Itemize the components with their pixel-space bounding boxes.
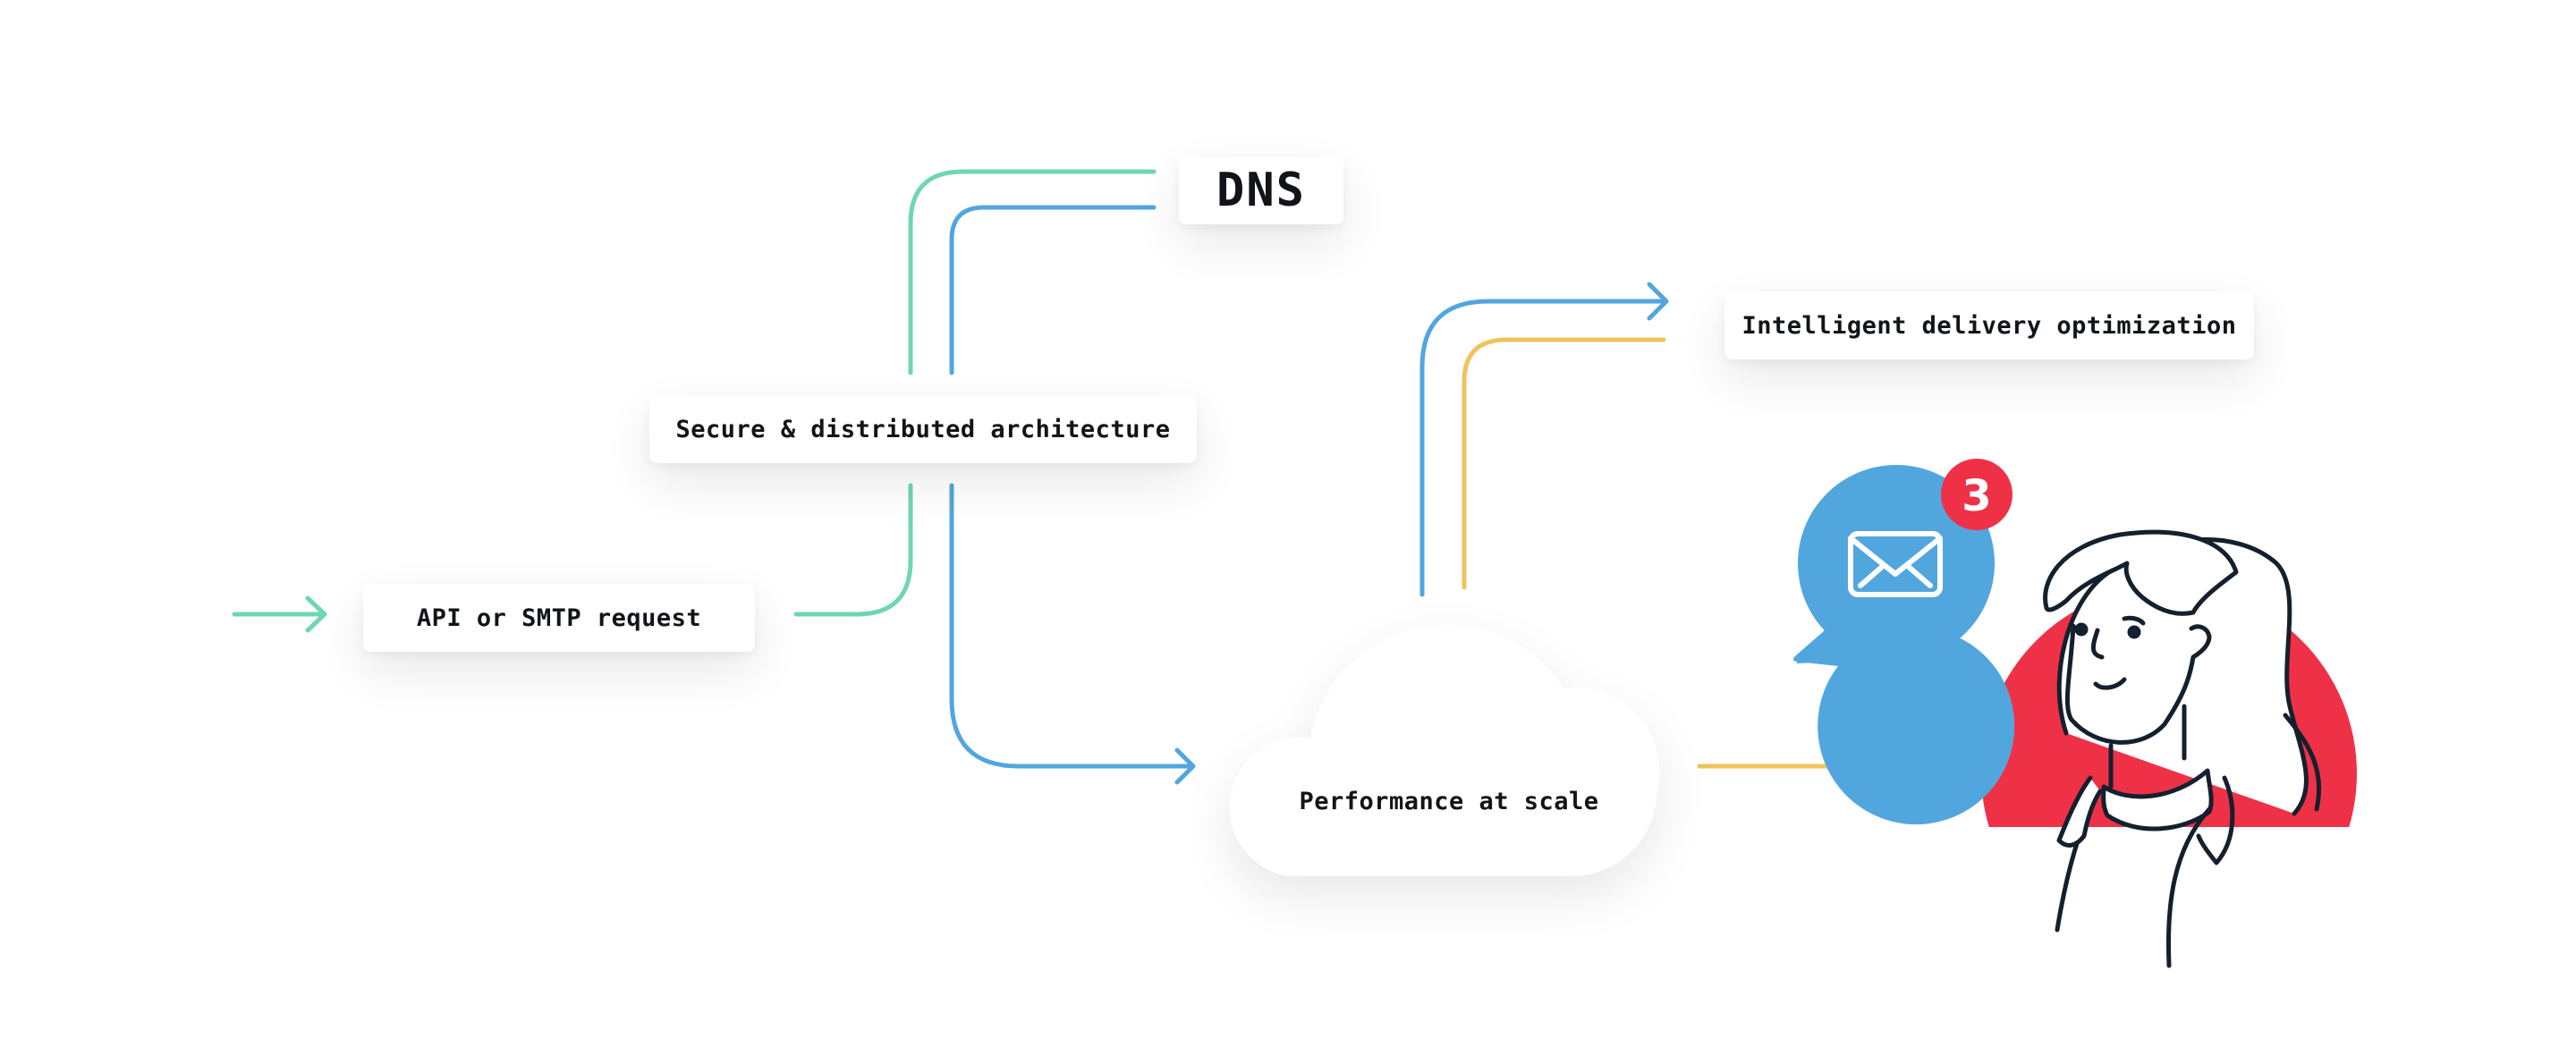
connector-api-to-architecture [793,483,913,617]
person-icon [2043,529,2322,968]
cloud-shape [1229,624,1660,877]
api-request-node: API or SMTP request [363,584,755,652]
delivery-arrowhead [1647,282,1669,321]
architecture-node: Secure & distributed architecture [649,395,1197,463]
incoming-arrowhead [305,595,327,633]
performance-label: Performance at scale [1299,787,1599,815]
connector-architecture-to-dns-green [908,169,1157,376]
connector-cloud-to-delivery-blue [1419,299,1666,597]
notification-count: 3 [1962,471,1992,521]
cloud-arrowhead [1174,747,1196,785]
dns-node: DNS [1179,156,1343,224]
connector-cloud-to-delivery-yellow [1462,337,1666,590]
architecture-label: Secure & distributed architecture [675,415,1171,443]
notification-badge [1941,459,2012,530]
message-bubble [1793,465,2015,825]
api-request-label: API or SMTP request [416,603,702,632]
envelope-icon [1848,531,1943,597]
dns-label: DNS [1216,164,1306,217]
delivery-optimization-node: Intelligent delivery optimization [1724,291,2254,359]
delivery-optimization-label: Intelligent delivery optimization [1741,311,2237,340]
connector-architecture-to-dns-blue [949,205,1157,376]
connector-architecture-to-cloud [949,483,1194,769]
